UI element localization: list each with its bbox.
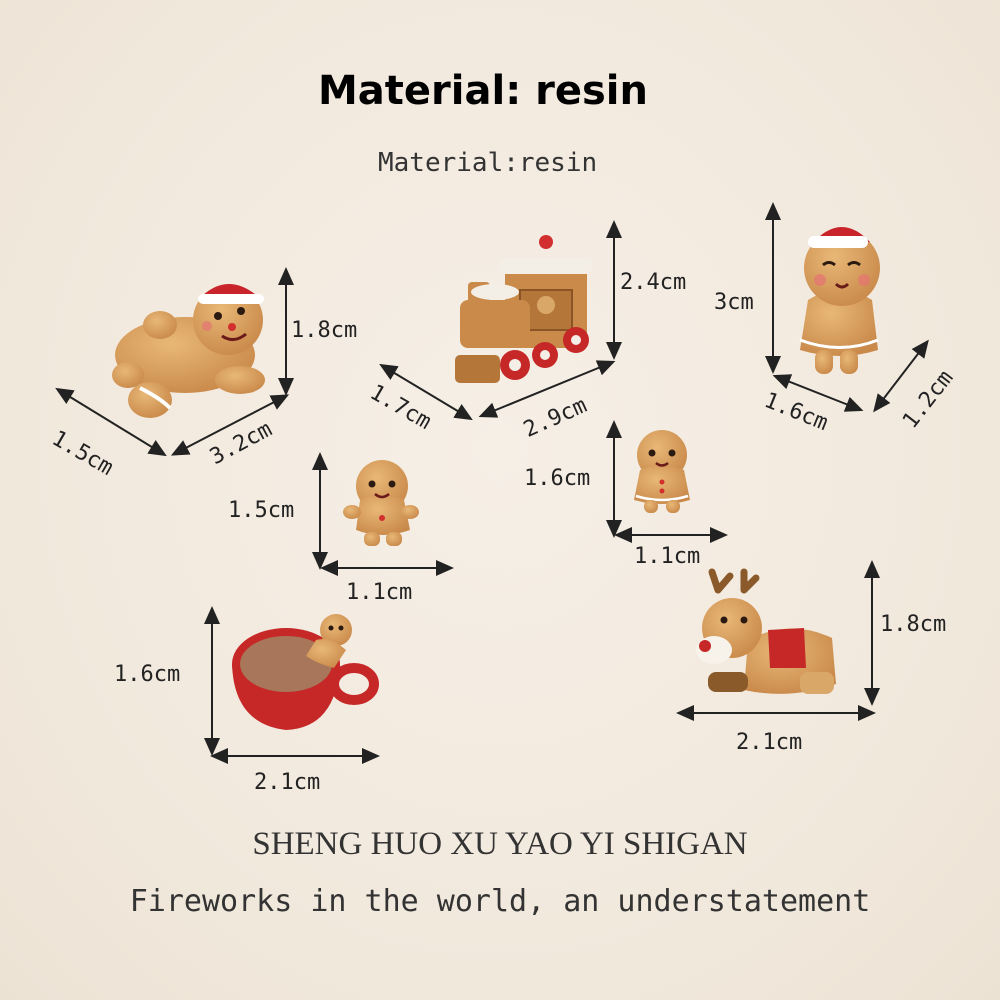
material-subtitle: Material:resin [378,148,598,178]
figure-small-gingerbread-girl [634,430,690,513]
dim-label: 2.4cm [620,270,687,295]
footer-line-1: SHENG HUO XU YAO YI SHIGAN [252,826,748,862]
dim-label: 1.8cm [880,612,947,637]
footer-line-2: Fireworks in the world, an understatemen… [129,884,871,919]
material-title: Material: resin [318,68,648,114]
figure-reindeer [696,568,836,694]
dim-label: 2.1cm [736,730,803,755]
figure-gingerbread-girl [799,226,880,374]
dim-label: 1.6cm [114,662,181,687]
dim-label: 1.5cm [228,498,295,523]
figure-gingerbread-train [455,235,592,383]
dim-label: 1.1cm [634,544,701,569]
dim-label: 2.1cm [254,770,321,795]
dim-label: 1.8cm [291,318,358,343]
dim-label: 1.1cm [346,580,413,605]
figure-cocoa-cup [232,614,379,730]
figure-lying-gingerbread [112,284,265,418]
dim-label: 3cm [714,290,754,315]
dim-label: 1.6cm [524,466,591,491]
figure-small-gingerbread [343,460,419,546]
